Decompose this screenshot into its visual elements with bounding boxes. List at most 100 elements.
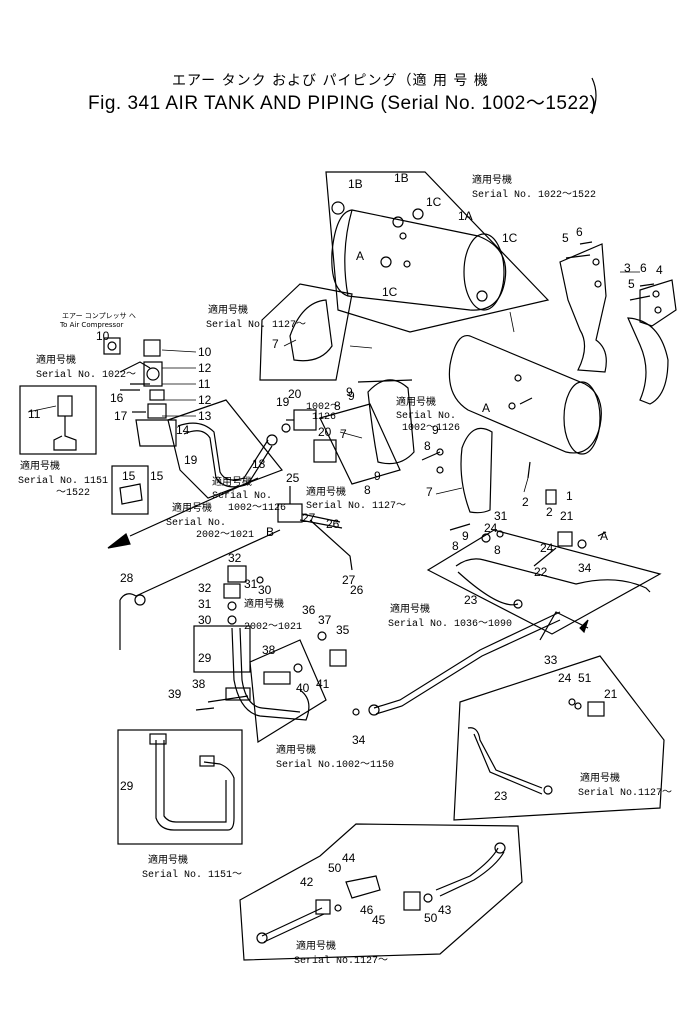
note-valve-left-jp: 適用号機 [36,356,76,367]
part-label-43: 43 [438,903,452,917]
part-label-8-d: 8 [452,539,459,553]
part-label-10-a: 10 [96,329,110,343]
part-15 [119,483,143,505]
part-label-6-b: 6 [640,261,647,275]
note-band-jp: 適用号機 [208,306,248,317]
part-label-23-b: 23 [494,789,508,803]
part-label-24-b: 24 [540,541,554,555]
fitting-19 [281,423,291,433]
main-pipe-33 [352,611,561,716]
valve-assembly-35-41 [195,631,347,711]
note-br-serial: Serial No.1127～ [578,788,673,799]
part-label-21-b: 21 [604,687,618,701]
pipe-inset-frame [167,399,283,499]
part-label-19-a: 19 [184,453,198,467]
part-label-37: 37 [318,613,332,627]
part-label-14: 14 [176,423,190,437]
pipe-29-detail-frame [117,729,243,845]
part-label-51: 51 [578,671,592,685]
part-label-21-a: 21 [560,509,574,523]
part-label-31-b: 31 [198,597,212,611]
part-label-29-a: 29 [198,651,212,665]
main-air-tank [448,334,602,455]
pipe-23-alt [467,698,605,795]
note-bottom-jp: 適用号機 [296,942,336,953]
fittings-21-24 [421,448,607,567]
upper-tank-inset-frame [325,171,550,333]
part-label-11-a: 11 [198,377,211,391]
part-label-46: 46 [360,903,374,917]
bottom-pipe-42-43 [256,842,506,944]
part-label-24-c: 24 [558,671,572,685]
part-label-1: 1 [566,489,573,503]
part-label-1a: 1A [458,209,473,223]
bottom-right-inset-frame [453,655,665,821]
note-mid-right-jp: 適用号機 [396,398,436,409]
note-bottom-mid-jp: 適用号機 [276,746,316,757]
part-label-5-b: 5 [628,277,635,291]
valve-20 [286,409,317,431]
part-label-5-a: 5 [562,231,569,245]
strap-detail [289,299,333,362]
strap-inset-frame [259,283,353,381]
note-mid-right-serial-b: 1002～1126 [402,423,461,434]
bottom-mid-inset-frame [249,639,327,744]
part-label-30-a: 30 [258,583,272,597]
note-center-a: 1002～ [306,402,341,413]
note-bl-serial: Serial No. 1151～ [142,870,243,881]
note-small-serial: 2002～1021 [244,622,303,633]
tee-fitting-25 [277,486,353,571]
part-label-34-b: 34 [578,561,592,575]
part-label-40: 40 [296,681,310,695]
part-label-16: 16 [110,391,124,405]
part-label-27-b: 27 [342,573,356,587]
note-center-b: 1126 [312,412,337,423]
part-label-29-b: 29 [120,779,134,793]
leader-lines [27,271,640,495]
check-valve-assembly [120,361,177,447]
part-label-2-a: 2 [522,495,529,509]
part-label-22: 22 [534,565,548,579]
compressor-line [103,337,161,373]
part-label-11-b: 11 [28,407,41,421]
pipe-29-frame [193,625,251,673]
part-label-25: 25 [286,471,300,485]
note-bottom-mid-serial: Serial No.1002～1150 [276,760,395,771]
part-label-45: 45 [372,913,386,927]
part-label-8-a: 8 [334,399,341,413]
part-label-7-c: 7 [426,485,433,499]
part-15-box [111,465,149,515]
part-label-1c-b: 1C [502,231,518,245]
part-label-30-b: 30 [198,613,212,627]
part-label-50-b: 50 [424,911,438,925]
part-label-4: 4 [656,263,663,277]
note-tank-top-serial: Serial No. 1022～1522 [472,190,597,201]
part-label-39: 39 [168,687,182,701]
part-label-26-a: 26 [326,517,340,531]
note-mid-box-serial: Serial No. 1127～ [306,501,407,512]
part-label-31-a: 31 [244,577,258,591]
part-label-15-b: 15 [122,469,136,483]
part-label-41: 41 [316,677,330,691]
ref-letter-a-3: A [600,529,609,543]
part-label-8-e: 8 [494,543,501,557]
pipe-28 [119,529,281,650]
part-label-3: 3 [624,261,631,275]
part-label-34-a: 34 [352,733,366,747]
title-japanese: エアー タンク および パイピング（適 用 号 機 [172,73,489,89]
fittings-30-32 [223,565,264,625]
part-label-36: 36 [302,603,316,617]
part-label-6-a: 6 [576,225,583,239]
part-label-9-a: 9 [348,389,355,403]
part-label-20-a: 20 [288,387,302,401]
part-label-9-d: 9 [346,385,353,399]
part-label-33: 33 [544,653,558,667]
part-label-1c-a: 1C [426,195,442,209]
upper-air-tank [331,201,507,311]
part-label-9-e: 9 [462,529,469,543]
part-label-1b-b: 1B [394,171,409,185]
ref-letter-b: B [266,525,275,539]
note-left-mid-serial-b: 2002～1021 [196,530,255,541]
